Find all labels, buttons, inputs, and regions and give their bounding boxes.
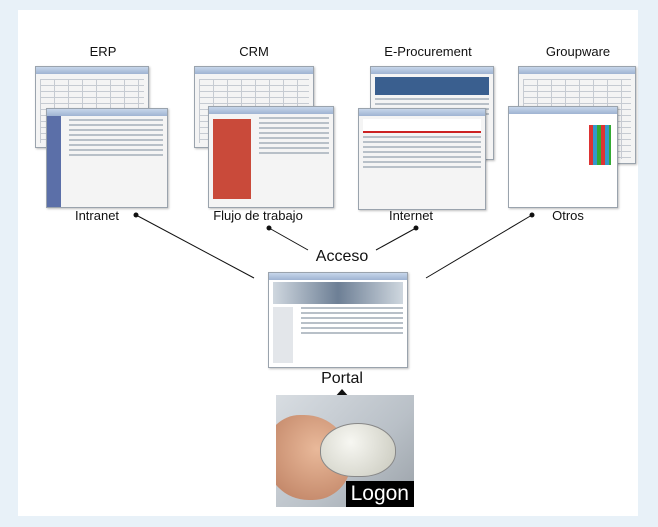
channel-label-others: Otros <box>552 208 584 223</box>
connector-dot-workflow <box>266 225 272 231</box>
channel-label-internet: Internet <box>388 208 434 223</box>
connector-line-intranet <box>135 214 255 279</box>
mouse-photo: Logon <box>276 395 414 507</box>
portal-label: Portal <box>321 370 363 387</box>
portal-screenshot <box>268 272 408 368</box>
access-label: Acceso <box>315 248 369 265</box>
connector-line-internet <box>375 227 417 251</box>
connector-dot-others <box>529 212 535 218</box>
eprocurement-screenshot-front <box>358 108 486 210</box>
logon-label: Logon <box>345 481 414 507</box>
system-label-eprocurement: E-Procurement <box>384 44 472 59</box>
computer-mouse-icon <box>320 423 396 477</box>
connector-line-others <box>425 214 533 279</box>
system-label-groupware: Groupware <box>545 44 611 59</box>
channel-label-intranet: Intranet <box>74 208 120 223</box>
system-label-crm: CRM <box>239 44 269 59</box>
diagram-panel: ERP CRM E-Procurement Groupware Intranet… <box>18 10 638 516</box>
erp-screenshot-front <box>46 108 168 208</box>
connector-line-workflow <box>268 227 309 251</box>
groupware-screenshot-front <box>508 106 618 208</box>
crm-screenshot-front <box>208 106 334 208</box>
arrow-up-icon <box>334 389 350 398</box>
system-label-erp: ERP <box>89 44 117 59</box>
connector-dot-internet <box>413 225 419 231</box>
connector-dot-intranet <box>133 212 139 218</box>
channel-label-workflow: Flujo de trabajo <box>213 208 303 223</box>
